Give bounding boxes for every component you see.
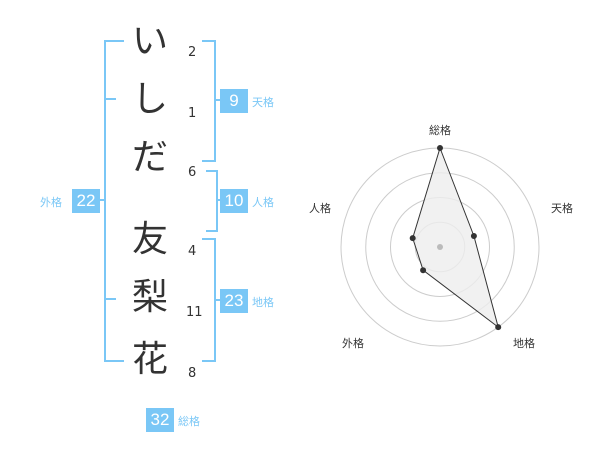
chikaku-connector <box>214 299 220 301</box>
soukaku-label: 総格 <box>178 415 200 428</box>
stroke-count-3: 6 <box>188 165 197 180</box>
name-char-2: し <box>131 79 168 120</box>
tenkaku-bracket <box>202 40 216 162</box>
radar-axis-label-chikaku: 地格 <box>513 336 535 350</box>
radar-point-地格 <box>495 324 502 331</box>
radar-point-人格 <box>409 235 416 242</box>
tenkaku-value-badge: 9 <box>220 89 248 113</box>
chikaku-value-badge: 23 <box>220 289 248 313</box>
jinkaku-connector <box>216 199 220 201</box>
radar-axis-label-soukaku: 総格 <box>429 123 451 137</box>
soukaku-value-badge: 32 <box>146 408 174 432</box>
name-char-3: だ <box>131 137 168 178</box>
jinkaku-label: 人格 <box>252 196 274 209</box>
gaikaku-bracket <box>104 40 124 362</box>
name-char-1: い <box>131 21 168 62</box>
radar-point-天格 <box>470 233 477 239</box>
stroke-count-6: 8 <box>188 366 197 381</box>
radar-center-point <box>437 244 443 250</box>
jinkaku-value-badge: 10 <box>220 189 248 213</box>
stroke-count-5: 11 <box>186 305 203 320</box>
name-char-4: 友 <box>131 219 168 260</box>
name-char-5: 梨 <box>131 277 168 318</box>
chikaku-label: 地格 <box>252 296 274 309</box>
radar-point-総格 <box>437 145 443 151</box>
gaikaku-label: 外格 <box>40 196 62 209</box>
gaikaku-connector <box>100 199 104 201</box>
stroke-count-4: 4 <box>188 244 197 259</box>
radar-point-外格 <box>420 267 427 274</box>
radar-axis-label-gaikaku: 外格 <box>342 336 364 350</box>
radar-points <box>409 145 502 331</box>
tenkaku-label: 天格 <box>252 96 274 109</box>
tenkaku-connector <box>214 99 220 101</box>
gaikaku-value-badge: 22 <box>72 189 100 213</box>
radar-axis-label-tenkaku: 天格 <box>551 201 573 215</box>
stroke-count-1: 2 <box>188 45 197 60</box>
gaikaku-bracket-tick-2 <box>104 298 116 300</box>
stroke-count-2: 1 <box>188 106 197 121</box>
radar-series-polygon <box>412 146 500 329</box>
jinkaku-bracket <box>206 170 218 232</box>
name-char-6: 花 <box>131 339 168 380</box>
radar-axis-label-jinkaku: 人格 <box>309 201 331 215</box>
gaikaku-bracket-tick-1 <box>104 98 116 100</box>
radar-chart: 総格 天格 地格 外格 人格 <box>309 123 573 350</box>
